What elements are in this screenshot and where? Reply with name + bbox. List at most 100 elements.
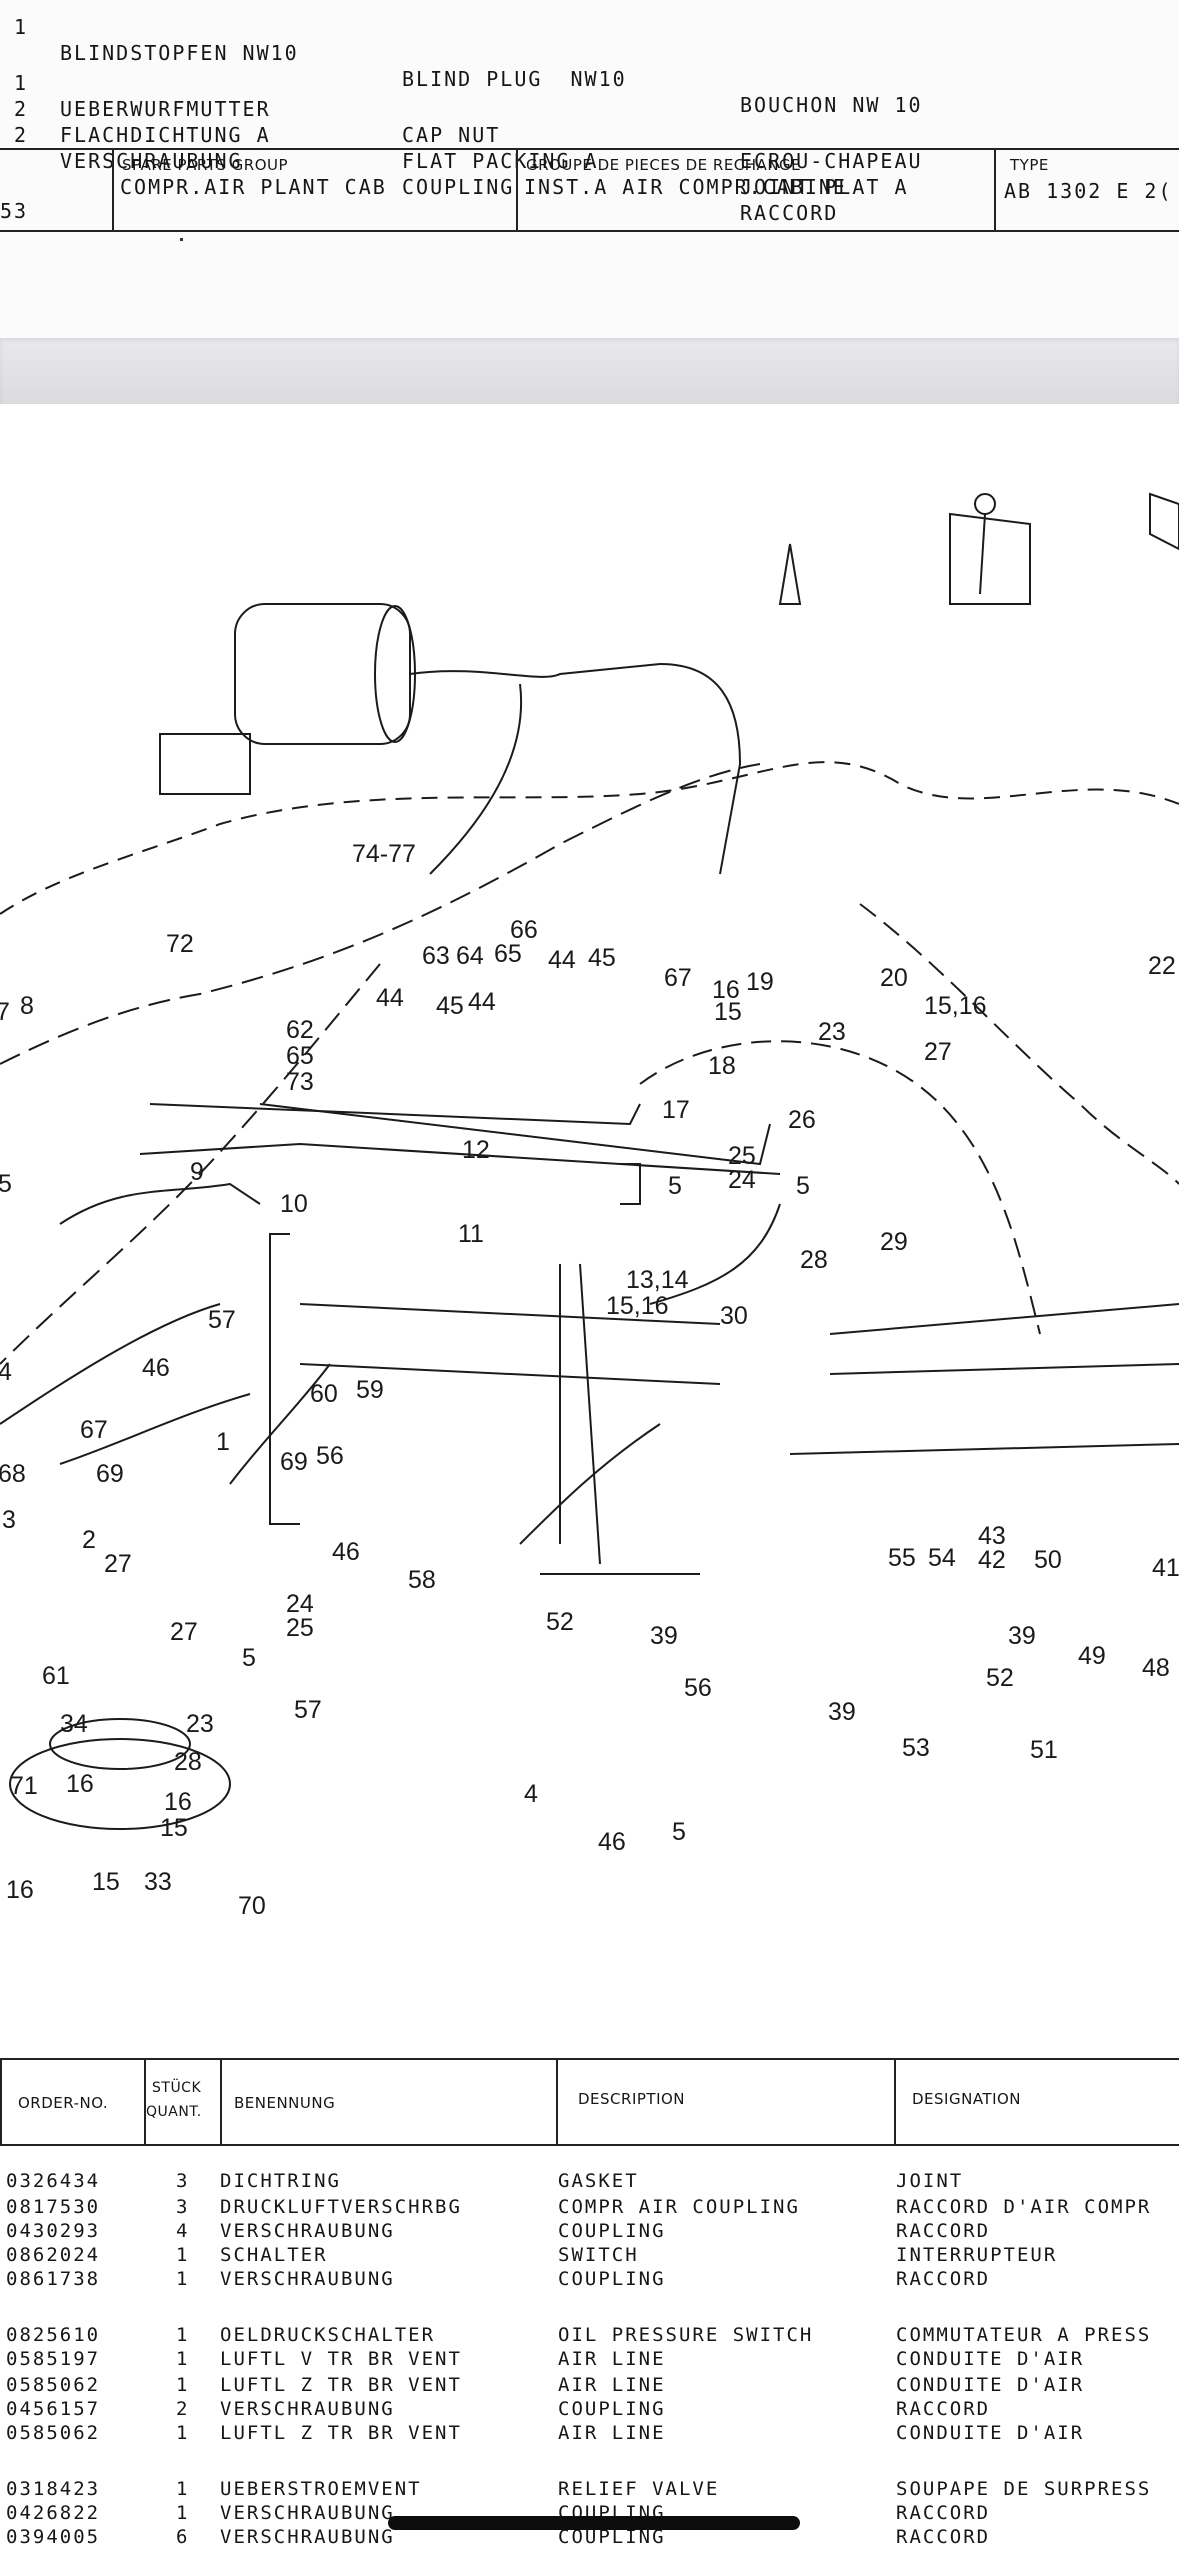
callout: 64 — [456, 942, 484, 970]
designation: RACCORD — [896, 2502, 991, 2524]
groupe-value: INST.A AIR COMPR.CABINE — [524, 175, 847, 199]
part-22 — [1149, 492, 1179, 551]
callout: 39 — [828, 1698, 856, 1726]
table-row: 0430293 4 VERSCHRAUBUNG COUPLING RACCORD — [0, 2220, 1179, 2246]
callout: 28 — [800, 1246, 828, 1274]
header-description: DESCRIPTION — [578, 2090, 686, 2108]
quantity: 3 — [176, 2170, 190, 2192]
callout: 61 — [42, 1662, 70, 1690]
callout: 4 — [0, 1358, 12, 1386]
callout: 29 — [880, 1228, 908, 1256]
benennung: UEBERSTROEMVENT — [220, 2478, 422, 2500]
description: COUPLING — [558, 2220, 666, 2242]
groupe-label: GROUPE DE PIECES DE RECHANGE — [526, 156, 802, 174]
order-no: 0862024 — [6, 2244, 101, 2266]
designation: RACCORD — [740, 201, 839, 225]
callout: 62 — [286, 1016, 314, 1044]
table-row: 0585062 1 LUFTL Z TR BR VENT AIR LINE CO… — [0, 2374, 1179, 2400]
quantity: 1 — [176, 2374, 190, 2396]
description: COUPLING — [558, 2526, 666, 2548]
table-row: 0585062 1 LUFTL Z TR BR VENT AIR LINE CO… — [0, 2422, 1179, 2448]
description: COUPLING — [558, 2398, 666, 2420]
callout: 49 — [1078, 1642, 1106, 1670]
callout: 39 — [1008, 1622, 1036, 1650]
qty: 1 — [14, 71, 29, 95]
callout: 27 — [924, 1038, 952, 1066]
callout: 16 — [164, 1788, 192, 1816]
order-no: 0430293 — [6, 2220, 101, 2242]
benennung: VERSCHRAUBUNG — [220, 2526, 395, 2548]
header-order-no: ORDER-NO. — [18, 2094, 109, 2112]
callout: 60 — [310, 1380, 338, 1408]
cab-outline — [0, 963, 381, 1365]
pipe — [519, 1423, 661, 1545]
benennung: LUFTL Z TR BR VENT — [220, 2422, 462, 2444]
callout: 57 — [208, 1306, 236, 1334]
divider — [994, 150, 996, 230]
table-row: 0456157 2 VERSCHRAUBUNG COUPLING RACCORD — [0, 2398, 1179, 2424]
pipe — [299, 1303, 721, 1325]
callout: 5 — [668, 1172, 682, 1200]
callout: 17 — [662, 1096, 690, 1124]
callout: 48 — [1142, 1654, 1170, 1682]
benennung: DRUCKLUFTVERSCHRBG — [220, 2196, 462, 2218]
order-no: 0585062 — [6, 2422, 101, 2444]
callout: 66 — [510, 916, 538, 944]
bracket — [269, 1233, 300, 1525]
designation: JOINT — [896, 2170, 964, 2192]
description: SWITCH — [558, 2244, 639, 2266]
callout: 67 — [664, 964, 692, 992]
callout: 52 — [986, 1664, 1014, 1692]
page-separator — [0, 338, 1179, 404]
pipe — [409, 663, 661, 678]
callout: 44 — [376, 984, 404, 1012]
callout: 55 — [888, 1544, 916, 1572]
qty: 2 — [14, 97, 29, 121]
callout: 7 — [0, 998, 10, 1026]
callout: 20 — [880, 964, 908, 992]
cab-outline — [639, 1040, 1041, 1335]
top-row: 1 BLINDSTOPFEN NW10 BLIND PLUG NW10 BOUC… — [14, 0, 921, 144]
callout: 65 — [494, 940, 522, 968]
group-header-table: 53 SPARE PARTS GROUP COMPR.AIR PLANT CAB… — [0, 148, 1179, 232]
callout: 57 — [294, 1696, 322, 1724]
benennung: UEBERWURFMUTTER — [60, 97, 271, 121]
quantity: 6 — [176, 2526, 190, 2548]
pipe — [0, 1303, 221, 1425]
order-no: 0318423 — [6, 2478, 101, 2500]
description: GASKET — [558, 2170, 639, 2192]
pipe — [229, 1363, 331, 1485]
benennung: VERSCHRAUBUNG — [220, 2268, 395, 2290]
callout: 24 — [728, 1166, 756, 1194]
lever — [778, 543, 802, 605]
cylinder — [159, 733, 251, 795]
callout: 71 — [10, 1772, 38, 1800]
callout: 45 — [436, 992, 464, 1020]
home-indicator[interactable] — [388, 2516, 800, 2530]
callout: 2 — [82, 1526, 96, 1554]
callout: 9 — [190, 1158, 204, 1186]
spare-parts-label: SPARE PARTS GROUP — [122, 156, 289, 174]
callout: 28 — [174, 1748, 202, 1776]
benennung: VERSCHRAUBUNG — [220, 2502, 395, 2524]
description: OIL PRESSURE SWITCH — [558, 2324, 814, 2346]
designation: CONDUITE D'AIR — [896, 2374, 1085, 2396]
pipe — [259, 1103, 771, 1166]
pipe — [59, 1393, 251, 1465]
callout: 5 — [672, 1818, 686, 1846]
order-no: 0825610 — [6, 2324, 101, 2346]
pipe — [299, 1363, 721, 1385]
pipe — [649, 1203, 781, 1305]
callout: 72 — [166, 930, 194, 958]
top-row: 2 FLACHDICHTUNG A FLAT PACKING A JOINT P… — [14, 70, 907, 226]
description: CAP NUT — [402, 123, 501, 147]
designation: ECROU-CHAPEAU — [740, 149, 923, 173]
callout: 24 — [286, 1590, 314, 1618]
description: AIR LINE — [558, 2374, 666, 2396]
designation: SOUPAPE DE SURPRESS — [896, 2478, 1152, 2500]
callout: 18 — [708, 1052, 736, 1080]
callout: 68 — [0, 1460, 26, 1488]
type-value: AB 1302 E 2( — [1004, 179, 1173, 203]
parts-list-top: 1 BLINDSTOPFEN NW10 BLIND PLUG NW10 BOUC… — [0, 0, 1179, 340]
callout: 46 — [598, 1828, 626, 1856]
